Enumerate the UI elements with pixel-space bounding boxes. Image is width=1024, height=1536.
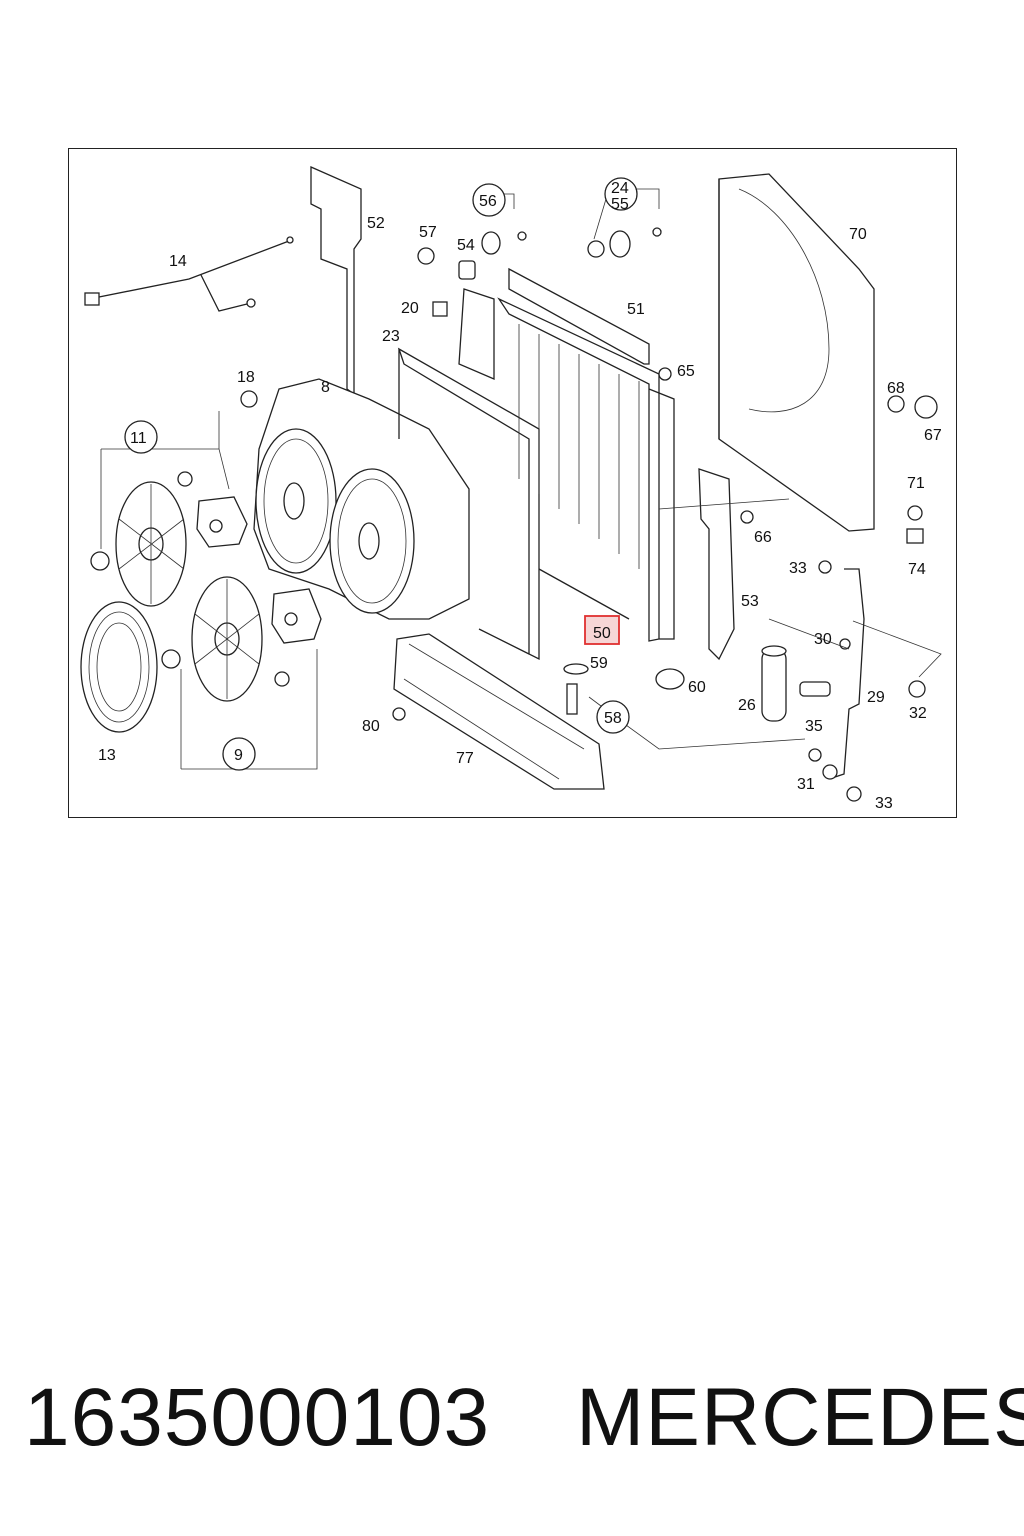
callout-label: 56 (479, 193, 497, 210)
callout-label: 32 (909, 705, 927, 722)
highlight-box (584, 615, 620, 645)
callout-label: 59 (590, 655, 608, 672)
callout-label: 20 (401, 300, 419, 317)
callout-label: 71 (907, 475, 925, 492)
caption-footer: 1635000103 MERCEDES (0, 1370, 1024, 1470)
callout-label: 33 (875, 795, 893, 812)
callout-label: 8 (321, 379, 330, 396)
callout-label: 67 (924, 427, 942, 444)
bracket-54 (458, 288, 495, 380)
callout-label: 74 (908, 561, 926, 578)
callout-circles (124, 177, 638, 771)
callout-label: 18 (237, 369, 255, 386)
fan-blade-11 (115, 481, 187, 607)
callout-label: 24 (611, 180, 629, 197)
callout-label: 70 (849, 226, 867, 243)
part-number: 1635000103 (24, 1372, 491, 1463)
callout-label: 13 (98, 747, 116, 764)
ac-line-29 (828, 568, 865, 780)
drier-26 (761, 645, 787, 722)
brand-name: MERCEDES (576, 1372, 1024, 1463)
callout-label: 51 (627, 301, 645, 318)
callout-label: 54 (457, 237, 475, 254)
callout-label: 29 (867, 689, 885, 706)
callout-label: 31 (797, 776, 815, 793)
callout-label: 33 (789, 560, 807, 577)
callout-label: 77 (456, 750, 474, 767)
callout-label: 30 (814, 631, 832, 648)
seal-strip-51 (508, 267, 650, 365)
callout-label: 14 (169, 253, 187, 270)
fan-cowl-70 (718, 173, 875, 532)
bracket-53 (698, 468, 735, 661)
callout-label: 80 (362, 718, 380, 735)
callout-label: 57 (419, 224, 437, 241)
callout-label: 60 (688, 679, 706, 696)
fan-shroud-8 (253, 378, 470, 620)
wiring-harness (84, 236, 294, 312)
callout-label: 35 (805, 718, 823, 735)
fan-ring-13 (80, 601, 158, 733)
air-guide-77 (393, 633, 605, 790)
callout-label: 68 (887, 380, 905, 397)
parts-diagram: 14 52 56 57 54 24 55 70 20 51 23 65 18 8… (68, 148, 957, 818)
fan-blade-9 (191, 576, 263, 702)
callout-label: 23 (382, 328, 400, 345)
callout-label: 11 (130, 430, 147, 447)
callout-label: 66 (754, 529, 772, 546)
callout-label: 50 (593, 625, 611, 642)
callout-label: 58 (604, 710, 622, 727)
callout-labels: 14 52 56 57 54 24 55 70 20 51 23 65 18 8… (98, 180, 942, 812)
callout-label: 9 (234, 747, 243, 764)
fan-motor-9 (271, 588, 322, 644)
callout-label: 53 (741, 593, 759, 610)
fan-motor-11 (196, 496, 248, 548)
callout-label: 55 (611, 196, 629, 213)
callout-label: 65 (677, 363, 695, 380)
exploded-view: 14 52 56 57 54 24 55 70 20 51 23 65 18 8… (80, 166, 942, 812)
fasteners (90, 227, 938, 802)
callout-label: 26 (738, 697, 756, 714)
bracket-52 (310, 166, 362, 396)
callout-label: 52 (367, 215, 385, 232)
